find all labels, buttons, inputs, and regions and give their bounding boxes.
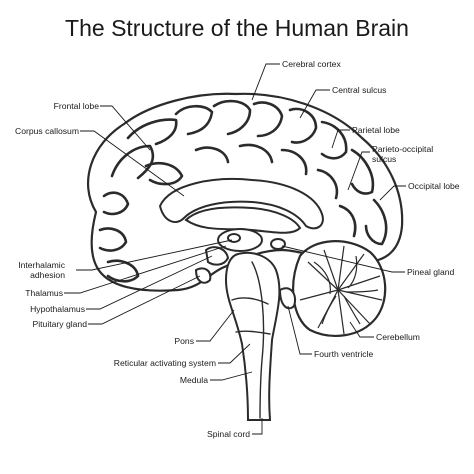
hypothalamus-shape — [204, 246, 230, 266]
label-pons: Pons — [174, 336, 194, 346]
label-fourth-ventricle: Fourth ventricle — [314, 349, 373, 359]
pituitary-shape — [194, 267, 212, 284]
label-parieto-occipital-sulcus-line2: sulcus — [372, 154, 396, 164]
label-interhalamic-adhesion-line2: adhesion — [30, 270, 65, 280]
label-pituitary-gland: Pituitary gland — [33, 319, 88, 329]
label-medula: Medula — [180, 375, 208, 385]
label-central-sulcus: Central sulcus — [332, 85, 386, 95]
brainstem — [224, 251, 281, 421]
diagram-title: The Structure of the Human Brain — [65, 15, 409, 41]
pineal-shape — [270, 238, 286, 250]
label-frontal-lobe: Frontal lobe — [54, 101, 100, 111]
brain-illustration — [87, 92, 404, 421]
label-cerebellum: Cerebellum — [376, 332, 420, 342]
cerebellum-shape — [292, 240, 387, 337]
label-corpus-callosum: Corpus callosum — [15, 126, 79, 136]
cortex-folds — [98, 99, 388, 283]
leader-lines — [64, 63, 406, 435]
label-thalamus: Thalamus — [25, 288, 63, 298]
label-occipital-lobe: Occipital lobe — [408, 181, 460, 191]
label-cerebral-cortex: Cerebral cortex — [282, 59, 341, 69]
label-pineal-gland: Pineal gland — [407, 267, 455, 277]
diagram-labels: Cerebral cortex Central sulcus Frontal l… — [15, 59, 460, 439]
label-parieto-occipital-sulcus: Parieto-occipital — [372, 144, 433, 154]
label-spinal-cord: Spinal cord — [207, 429, 250, 439]
label-hypothalamus: Hypothalamus — [30, 304, 85, 314]
lateral-ventricle — [184, 206, 302, 234]
corpus-callosum — [158, 178, 324, 230]
label-reticular-activating-system: Reticular activating system — [114, 358, 216, 368]
fourth-ventricle-shape — [278, 287, 296, 310]
label-interhalamic-adhesion: Interhalamic — [18, 260, 66, 270]
label-parietal-lobe: Parietal lobe — [352, 125, 400, 135]
